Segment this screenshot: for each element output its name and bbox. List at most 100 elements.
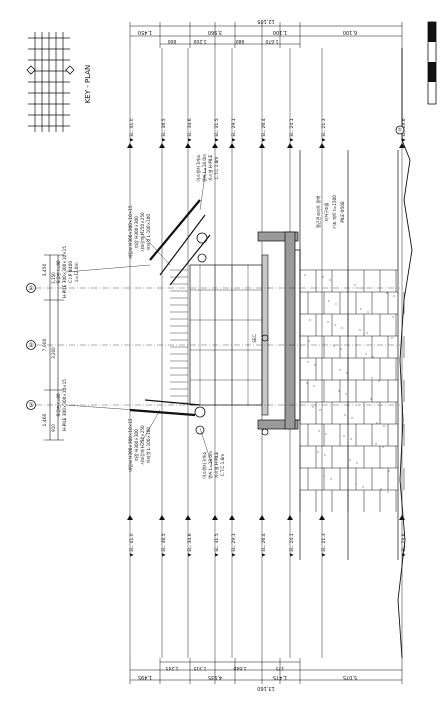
leader-line xyxy=(199,427,213,466)
diagonal-strut-upper xyxy=(159,214,206,276)
elevation-marker-top xyxy=(259,143,265,148)
soil-dot xyxy=(382,446,384,448)
note-lower-mid: 가시설 H-PILE xyxy=(213,452,220,479)
strut-joint xyxy=(195,425,205,435)
elevation-marker-bottom xyxy=(287,515,293,520)
elevation-marker-bottom xyxy=(259,515,265,520)
elevation-label-top: ▼ EL. 41.0 xyxy=(129,118,135,141)
soil-dot xyxy=(345,393,347,395)
dim-top-sub: 880 xyxy=(236,38,245,44)
wall-slab-top xyxy=(257,231,299,242)
note-lower-left: 브라켓 L-100×100 xyxy=(145,427,152,463)
leader-line xyxy=(65,264,151,273)
note-upper-mid: 가시설 H-PILE xyxy=(207,155,214,182)
soil-dot xyxy=(362,486,364,488)
elevation-marker-bottom xyxy=(399,515,405,520)
elevation-marker-top xyxy=(287,143,293,148)
leader-line xyxy=(199,167,207,211)
soil-dot xyxy=(360,308,362,310)
elevation-label-top: ▼ EL. 38.5 xyxy=(161,118,167,141)
dim-bottom-total: 13,160 xyxy=(257,685,275,691)
leader-line xyxy=(65,404,136,411)
elevation-marker-top xyxy=(127,143,133,148)
note-upper-mid: C.T.C 1.8m xyxy=(214,157,219,180)
grid-bubble-label: ① xyxy=(28,285,33,292)
soil-dot xyxy=(322,276,324,278)
soil-dot xyxy=(371,377,373,379)
leader-line xyxy=(139,231,171,266)
soil-dot xyxy=(380,488,382,490)
key-plan-marker xyxy=(26,65,36,75)
elevation-marker-bottom xyxy=(212,515,218,520)
soil-dot xyxy=(366,332,368,334)
section-mark xyxy=(261,334,269,342)
soil-dot xyxy=(365,353,367,355)
soil-dot xyxy=(350,438,352,440)
soil-dot xyxy=(386,292,388,294)
soil-dot xyxy=(367,311,369,313)
soil-dot xyxy=(376,422,378,424)
note-lower-left: 사보강재 H250×250 xyxy=(139,425,146,465)
soil-dot xyxy=(344,414,346,416)
note-lower-mid: 어스앵커 3개소 xyxy=(201,451,208,478)
elevation-label-bottom: ▼ EL. 29.1 xyxy=(231,533,237,556)
elevation-label-bottom: ▼ EL. 26.4 xyxy=(261,533,267,556)
key-plan: KEY - PLAN xyxy=(26,32,92,132)
elevation-marker-top xyxy=(229,143,235,148)
soil-dot xyxy=(304,274,306,276)
soil-dot xyxy=(338,390,340,392)
note-core: 기초 매트 t=1500 xyxy=(331,195,338,229)
elevation-label-top: ▼ EL. 31.5 xyxy=(214,118,220,141)
grid-bubble xyxy=(395,125,405,135)
dim-left-sub: 1,150 xyxy=(51,272,56,284)
dim-left-stack: 1,460 xyxy=(42,413,48,426)
elevation-label-top: ▼ EL. 34.6 xyxy=(187,118,193,141)
key-plan-label: KEY - PLAN xyxy=(84,65,92,104)
elevation-label-bottom: ▼ EL. 41.0 xyxy=(129,533,135,556)
elevation-marker-top xyxy=(212,143,218,148)
grid-bubble-label: ① xyxy=(398,128,403,134)
note-upper-right: 토류판 t=80 xyxy=(55,260,62,284)
soil-dot xyxy=(346,372,348,374)
soil-dot xyxy=(393,295,395,297)
elevation-marker-bottom xyxy=(319,515,325,520)
elevation-label-bottom: ▼ EL. 24.1 xyxy=(289,533,295,556)
soil-dot xyxy=(375,443,377,445)
soil-dot xyxy=(335,303,337,305)
grid-bubble-label: ③ xyxy=(28,402,33,409)
soil-dot xyxy=(312,406,314,408)
strut-joint xyxy=(197,253,207,263)
section-label: SEC. xyxy=(252,333,257,342)
elevation-marker-top xyxy=(319,143,325,148)
soil-strata xyxy=(299,48,413,659)
note-lower-mid: 앵커 L=18.0m xyxy=(207,451,214,479)
note-upper-right: L=12.0m xyxy=(74,262,79,281)
dim-left-sub: 910 xyxy=(51,424,56,432)
soil-dot xyxy=(388,470,390,472)
dim-top-segment: 6,100 xyxy=(343,29,357,35)
soil-dot xyxy=(324,454,326,456)
elevation-label-bottom: ▼ EL. 21.3 xyxy=(321,533,327,556)
grid-bubble xyxy=(26,283,36,293)
soil-dot xyxy=(329,279,331,281)
soil-dot xyxy=(314,364,316,366)
key-plan-marker xyxy=(65,65,75,75)
dim-top-sub: 1,200 xyxy=(193,38,206,44)
elevation-label-bottom: ▼ EL. 31.5 xyxy=(214,533,220,556)
soil-dot xyxy=(372,356,374,358)
soil-dot xyxy=(354,284,356,286)
diagonal-strut-upper xyxy=(169,234,211,286)
elevation-marker-top xyxy=(399,143,405,148)
soil-dot xyxy=(355,483,357,485)
dim-top-sub: 800 xyxy=(168,38,177,44)
soil-dot xyxy=(309,319,311,321)
note-upper-mid: 앵커 L=18.0m xyxy=(201,154,208,182)
section-mark xyxy=(261,428,269,436)
dim-left-sub: 3,200 xyxy=(51,347,56,359)
elevation-marker-bottom xyxy=(127,515,133,520)
note-core: PILE Φ508 xyxy=(340,201,345,223)
note-upper-right: C.I.P Φ400 xyxy=(68,261,73,283)
diagonal-strut-lower xyxy=(129,408,196,417)
strut-joint xyxy=(194,406,206,418)
